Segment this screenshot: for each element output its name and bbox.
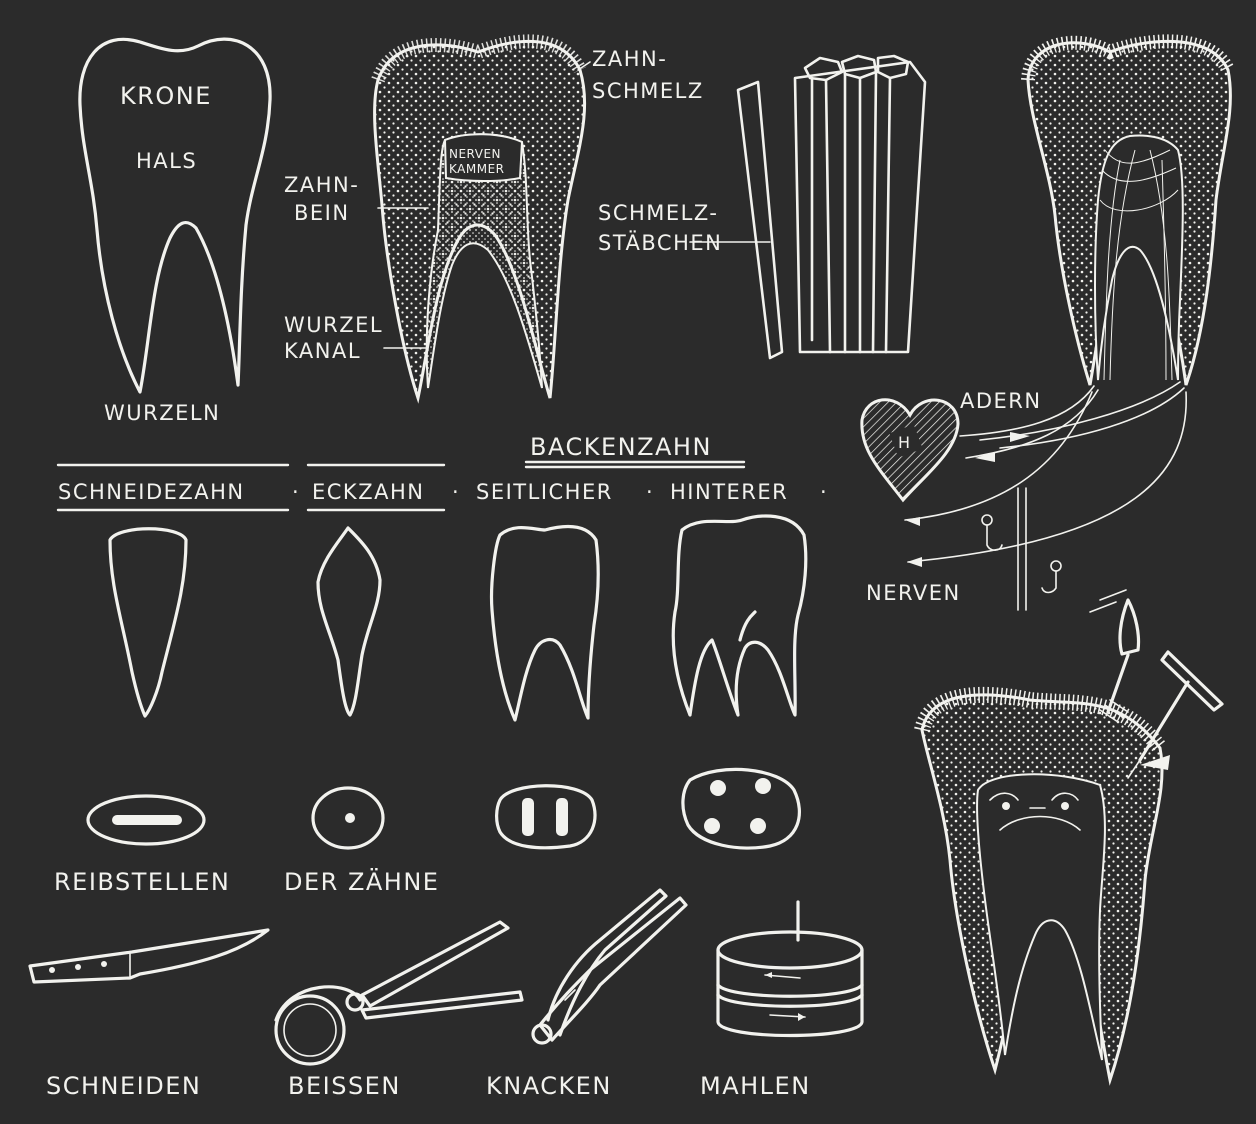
contact-rear-molar-icon [683,769,799,848]
pincers-icon [276,922,522,1064]
separator-2: · [452,480,460,504]
label-neck: HALS [136,149,197,173]
label-dentin-1: ZAHN- [284,173,359,197]
label-enamel-rods-2: STÄBCHEN [598,230,722,255]
lateral-molar-icon [492,527,599,720]
incisor-tooth-icon [110,529,186,716]
label-root-canal-2: KANAL [284,339,361,363]
contact-canine-icon [313,788,383,848]
separator-4: · [820,480,828,504]
label-roots: WURZELN [104,401,220,425]
label-crack: KNACKEN [486,1072,612,1100]
rear-molar-icon [673,516,806,715]
tooth-vessels-icon [1028,41,1230,385]
nerve-cell-icon [982,515,1061,593]
drill-icon [1090,590,1139,722]
nerve-arrow-2 [907,557,922,567]
tooth-cross-section-icon [375,41,585,398]
knife-icon [30,930,268,982]
label-incisor: SCHNEIDEZAHN [58,480,245,504]
separator-1: · [292,480,300,504]
label-root-canal-1: WURZEL [284,313,383,337]
label-enamel-1: ZAHN- [592,47,667,71]
label-nerves: NERVEN [866,581,961,605]
label-lateral: SEITLICHER [476,480,613,504]
vessel-arrow-2 [975,452,995,462]
label-vessels: ADERN [960,389,1042,413]
millstone-icon [718,902,862,1036]
label-cut: SCHNEIDEN [46,1072,201,1100]
label-contact-surfaces-1: REIBSTELLEN [54,868,230,896]
canine-tooth-icon [318,528,380,715]
label-grind: MAHLEN [700,1072,811,1100]
enamel-rods-icon [738,56,925,358]
nutcracker-icon [533,890,686,1043]
contact-lateral-molar-icon [497,786,595,848]
label-pulp-chamber-1: NERVEN [449,147,501,161]
label-crown: KRONE [120,82,212,110]
sad-tooth-icon [922,695,1170,1080]
label-molars-header: BACKENZAHN [530,433,712,461]
label-dentin-2: BEIN [294,201,350,225]
heart-letter: H [898,433,911,452]
label-enamel-2: SCHMELZ [592,79,704,103]
label-enamel-rods-1: SCHMELZ- [598,201,718,225]
contact-incisor-icon [88,796,204,844]
label-bite: BEISSEN [288,1072,401,1100]
label-contact-surfaces-2: DER ZÄHNE [284,867,439,896]
label-canine: ECKZAHN [312,480,424,504]
label-rear: HINTERER [670,480,788,504]
label-pulp-chamber-2: KAMMER [449,162,505,176]
separator-3: · [646,480,654,504]
